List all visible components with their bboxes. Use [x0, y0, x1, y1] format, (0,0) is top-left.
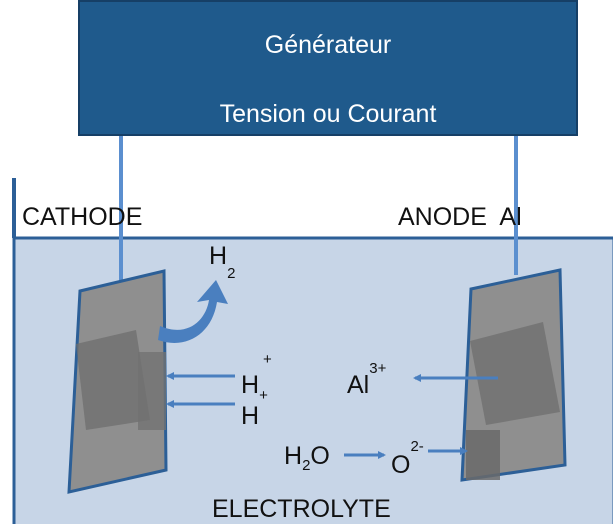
oxide-formula: O2-: [391, 438, 424, 479]
electrolyte-label: ELECTROLYTE: [212, 495, 391, 523]
generator-box: [78, 0, 578, 136]
curved-up-arrow-icon: [158, 280, 228, 343]
hplus-bottom-formula: H: [241, 402, 259, 430]
cathode-label: CATHODE: [22, 203, 142, 231]
generator-title: Générateur: [265, 31, 391, 59]
hplus-top-formula: H+: [241, 371, 268, 404]
water-subscript: 2: [302, 457, 310, 474]
water-formula: H2O: [284, 442, 330, 474]
generator-subtitle: Tension ou Courant: [220, 100, 437, 128]
h2-formula: H2: [209, 242, 235, 282]
al-charge: 3+: [369, 360, 386, 377]
cathode-patch: [76, 330, 150, 430]
al-formula: Al3+: [347, 360, 387, 399]
hplus-sup-top: +: [263, 351, 272, 368]
oxide-charge: 2-: [410, 438, 423, 455]
anode-patch: [470, 322, 560, 425]
anode-patch-2: [466, 430, 500, 480]
h2-subscript: 2: [227, 265, 235, 282]
anode-label: ANODE Al: [398, 203, 522, 231]
cathode-patch-2: [138, 352, 166, 430]
hplus-top-charge: +: [259, 387, 268, 404]
